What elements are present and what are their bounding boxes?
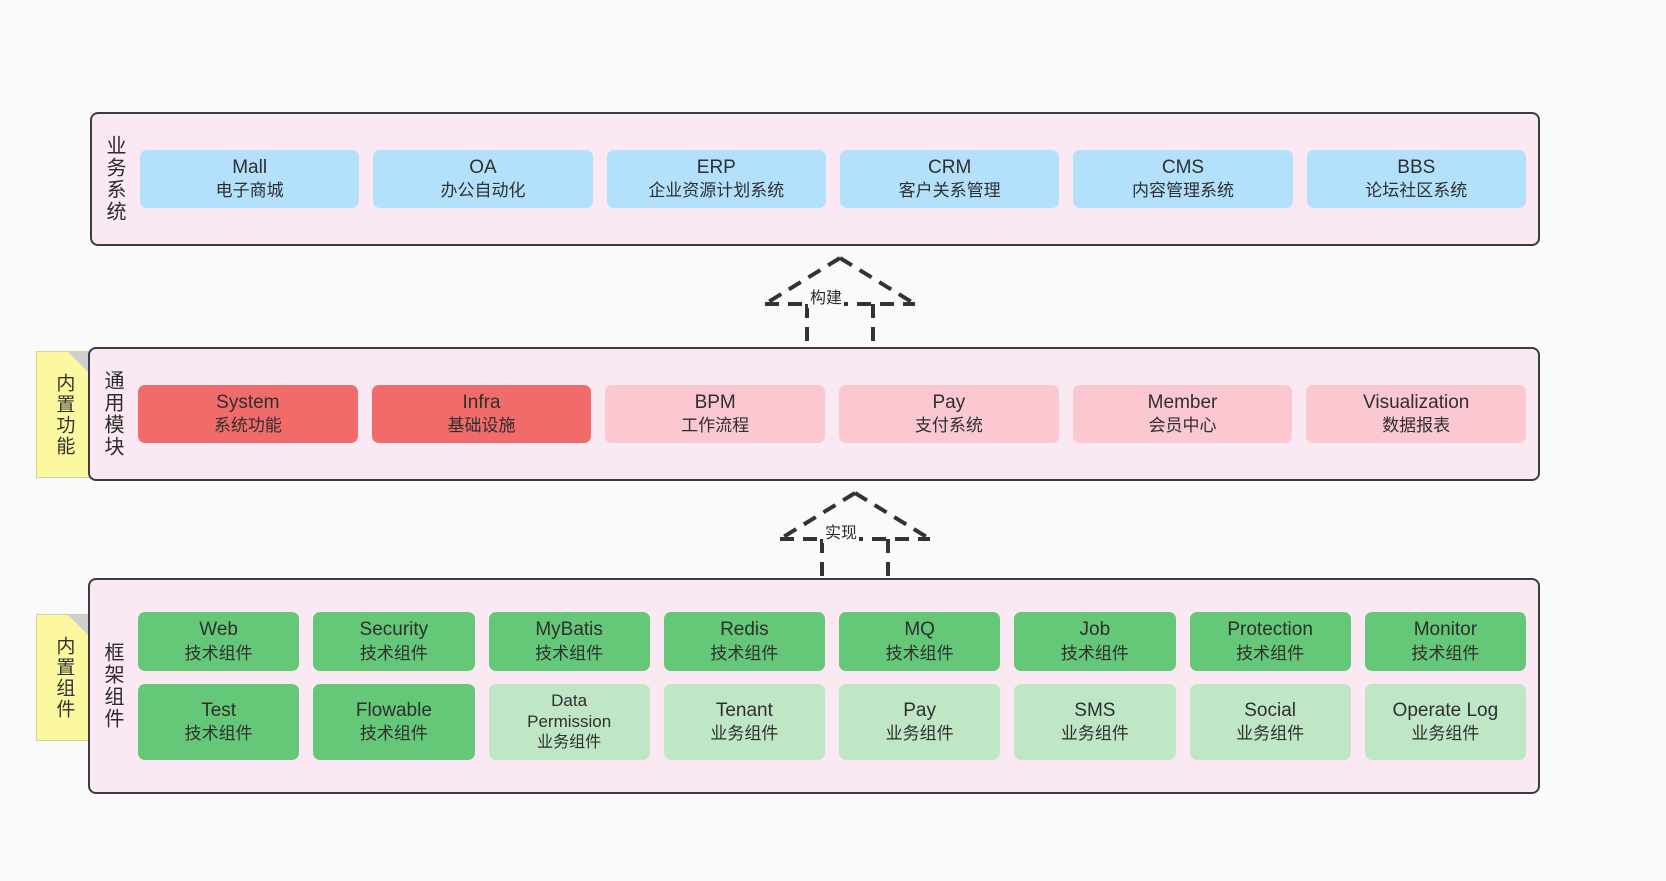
node-web[interactable]: Web 技术组件 — [138, 612, 300, 671]
node-row: System 系统功能 Infra 基础设施 BPM 工作流程 Pay 支付系统… — [138, 384, 1527, 444]
page-fold-icon — [68, 352, 90, 374]
node-test[interactable]: Test 技术组件 — [138, 683, 300, 760]
node-row: Test 技术组件 Flowable 技术组件 Data Permission … — [138, 683, 1526, 760]
node-social[interactable]: Social 业务组件 — [1189, 683, 1351, 760]
connector-build: 构建 — [745, 252, 935, 352]
node-cms[interactable]: CMS 内容管理系统 — [1073, 149, 1293, 209]
node-monitor[interactable]: Monitor 技术组件 — [1364, 612, 1526, 671]
node-tenant[interactable]: Tenant 业务组件 — [663, 683, 825, 760]
node-row: Mall 电子商城 OA 办公自动化 ERP 企业资源计划系统 CRM 客户关系… — [140, 149, 1526, 209]
node-flowable[interactable]: Flowable 技术组件 — [313, 683, 475, 760]
node-protection[interactable]: Protection 技术组件 — [1189, 612, 1351, 671]
layer-label-framework-components: 框架组件 — [101, 642, 123, 730]
layer-label-common-modules: 通用模块 — [101, 370, 123, 458]
layer-body-common-modules: System 系统功能 Infra 基础设施 BPM 工作流程 Pay 支付系统… — [134, 349, 1538, 479]
layer-body-framework-components: Web 技术组件 Security 技术组件 MyBatis 技术组件 Redi… — [134, 580, 1538, 792]
node-mybatis[interactable]: MyBatis 技术组件 — [488, 612, 650, 671]
node-member[interactable]: Member 会员中心 — [1072, 384, 1293, 444]
node-pay[interactable]: Pay 支付系统 — [839, 384, 1059, 444]
layer-business-systems: 业务系统 Mall 电子商城 OA 办公自动化 ERP 企业资源计划系统 CRM — [90, 112, 1540, 246]
node-row: Web 技术组件 Security 技术组件 MyBatis 技术组件 Redi… — [138, 612, 1526, 671]
node-visualization[interactable]: Visualization 数据报表 — [1306, 384, 1527, 444]
node-sms[interactable]: SMS 业务组件 — [1014, 683, 1176, 760]
layer-body-business-systems: Mall 电子商城 OA 办公自动化 ERP 企业资源计划系统 CRM 客户关系… — [136, 114, 1538, 244]
node-bbs[interactable]: BBS 论坛社区系统 — [1306, 149, 1526, 209]
node-crm[interactable]: CRM 客户关系管理 — [839, 149, 1060, 209]
node-job[interactable]: Job 技术组件 — [1014, 612, 1176, 671]
node-erp[interactable]: ERP 企业资源计划系统 — [606, 149, 826, 209]
connector-implement-label: 实现 — [823, 519, 860, 543]
node-bpm[interactable]: BPM 工作流程 — [605, 384, 826, 444]
sticky-note-built-in-features: 内置功能 — [36, 351, 91, 478]
node-mall[interactable]: Mall 电子商城 — [140, 149, 360, 209]
node-security[interactable]: Security 技术组件 — [313, 612, 475, 671]
layer-common-modules: 通用模块 System 系统功能 Infra 基础设施 BPM 工作流程 Pay — [88, 347, 1540, 481]
node-pay-component[interactable]: Pay 业务组件 — [839, 683, 1001, 760]
node-infra[interactable]: Infra 基础设施 — [371, 384, 592, 444]
page-fold-icon — [68, 615, 90, 637]
node-data-permission[interactable]: Data Permission 业务组件 — [488, 683, 650, 760]
layer-label-business-systems: 业务系统 — [103, 135, 125, 223]
connector-build-label: 构建 — [808, 284, 845, 308]
sticky-note-built-in-components: 内置组件 — [36, 614, 91, 741]
node-system[interactable]: System 系统功能 — [138, 384, 358, 444]
layer-framework-components: 框架组件 Web 技术组件 Security 技术组件 MyBatis 技术组件… — [88, 578, 1540, 794]
connector-implement: 实现 — [760, 487, 950, 587]
node-mq[interactable]: MQ 技术组件 — [839, 612, 1001, 671]
node-operate-log[interactable]: Operate Log 业务组件 — [1364, 683, 1526, 760]
node-redis[interactable]: Redis 技术组件 — [663, 612, 825, 671]
node-oa[interactable]: OA 办公自动化 — [373, 149, 593, 209]
